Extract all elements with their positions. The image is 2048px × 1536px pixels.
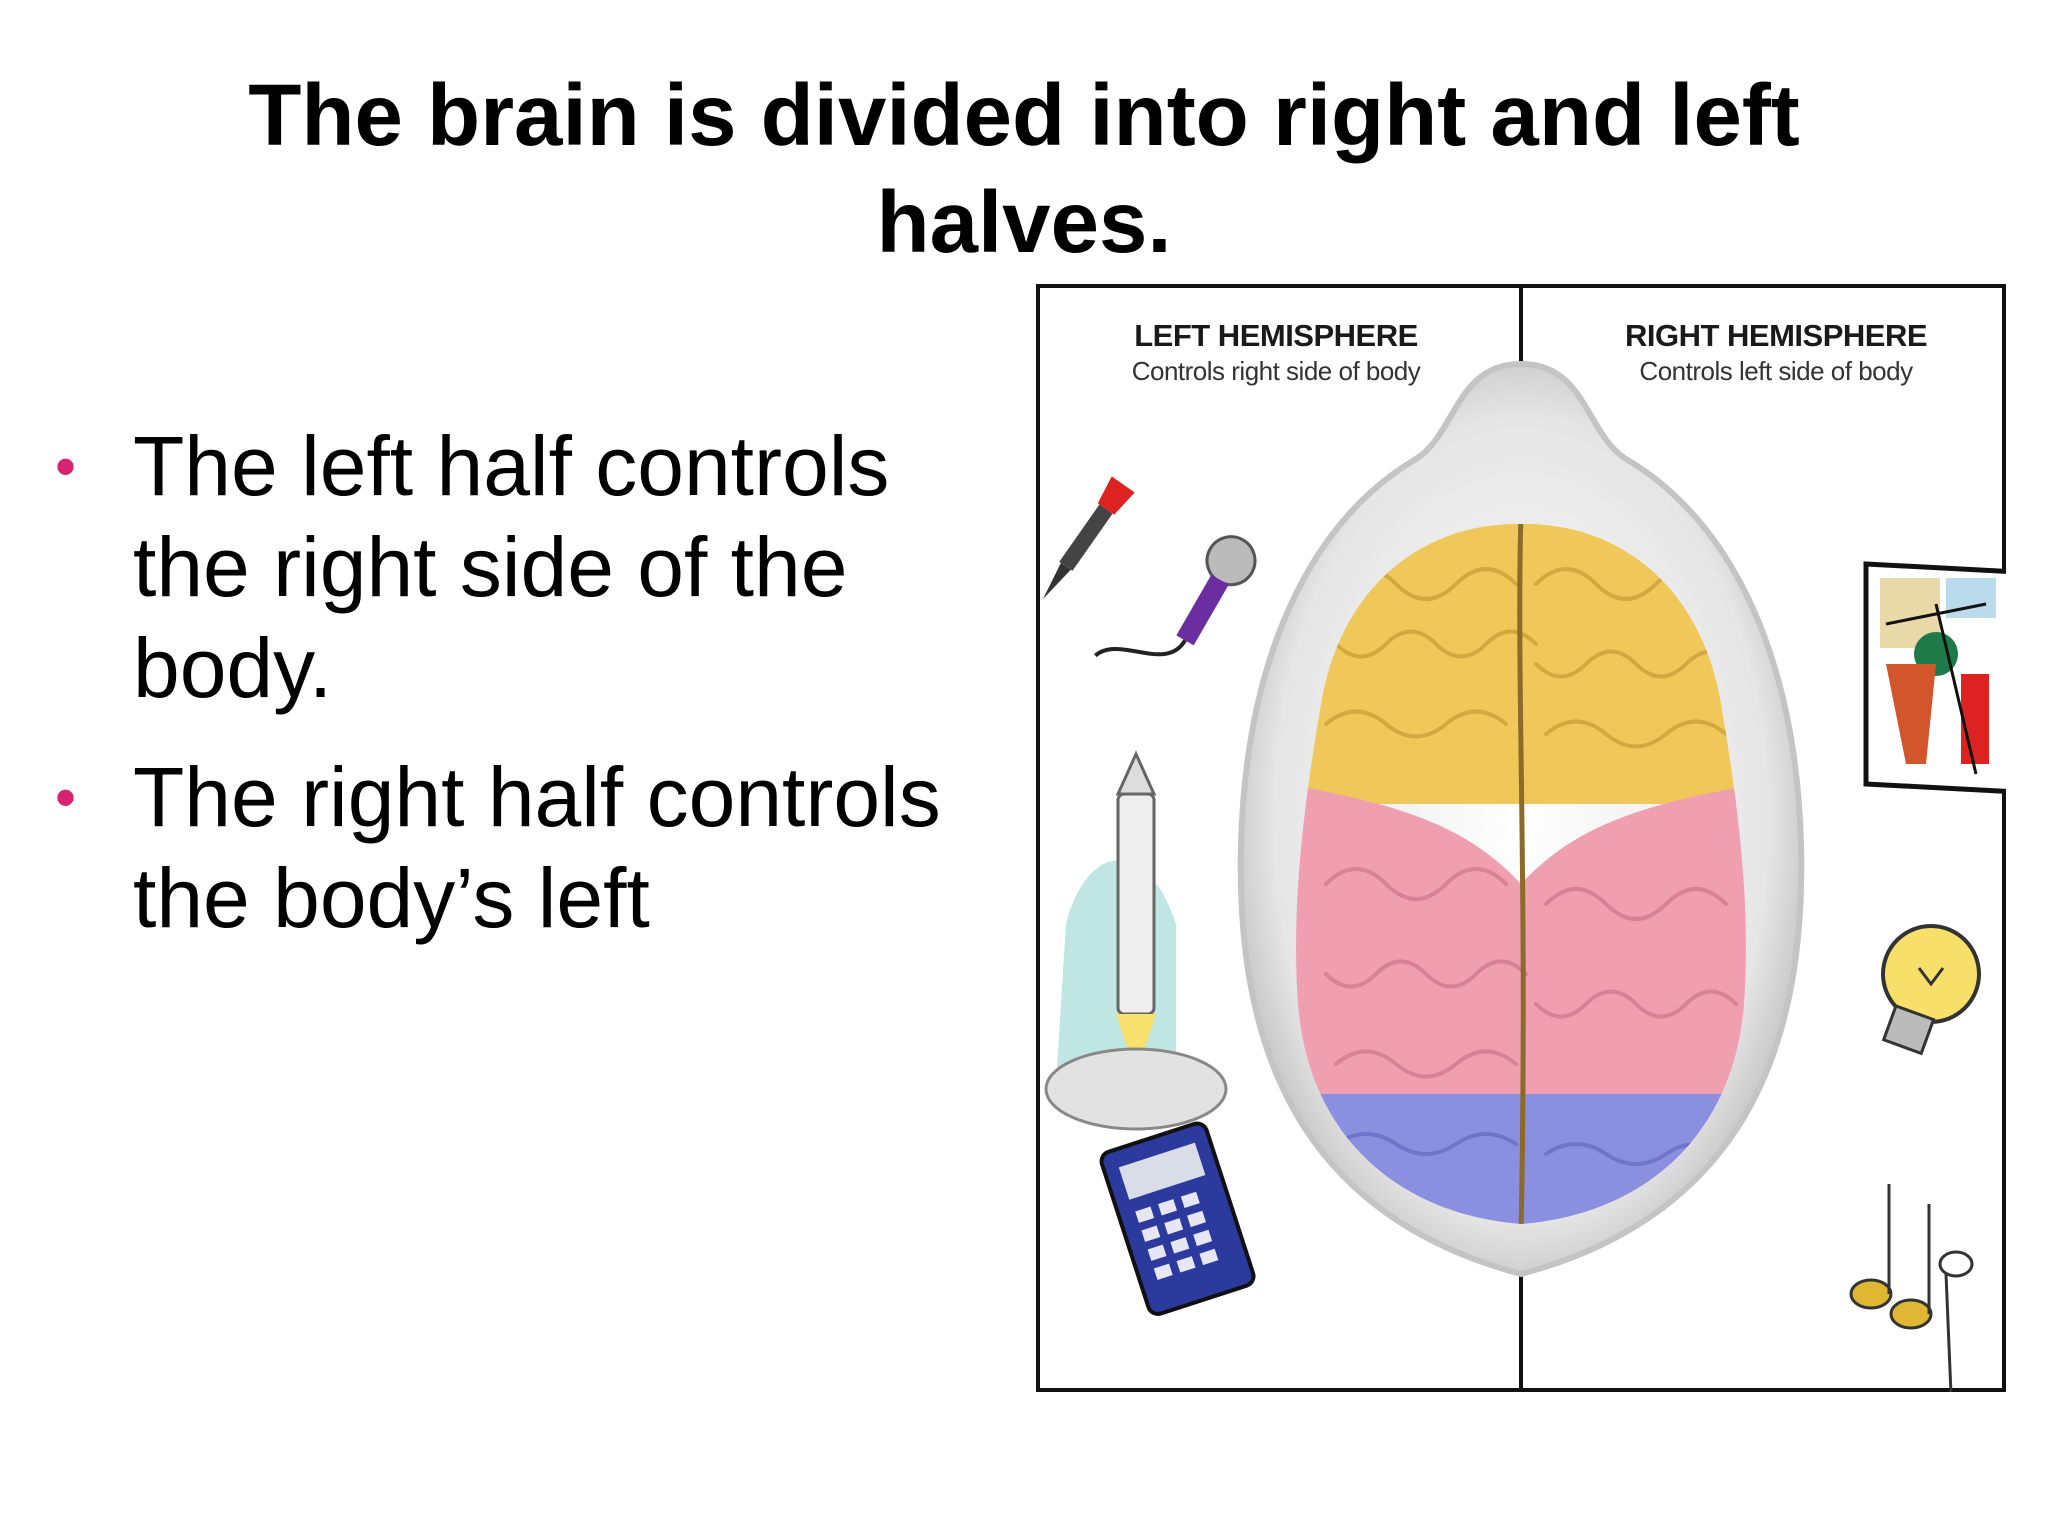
rocket-icon xyxy=(1044,750,1228,1131)
right-hemisphere-heading: RIGHT HEMISPHERE xyxy=(1624,318,1928,353)
right-hemisphere-subtitle: Controls left side of body xyxy=(1639,356,1913,386)
lightbulb-icon xyxy=(1881,924,1981,1056)
left-hemisphere-subtitle: Controls right side of body xyxy=(1131,356,1421,386)
bullet-text: The left half controls the right side of… xyxy=(133,419,890,715)
bullet-item: • The left half controls the right side … xyxy=(55,416,995,719)
bullet-list: • The left half controls the right side … xyxy=(55,416,995,949)
music-notes-icon xyxy=(1849,1184,1974,1392)
bullet-dot-icon: • xyxy=(55,764,77,831)
left-hemisphere-label: LEFT HEMISPHERE Controls right side of b… xyxy=(1066,318,1486,387)
bullet-item: • The right half controls the body’s lef… xyxy=(55,747,995,949)
paintbrush-icon xyxy=(1042,476,1135,600)
bullet-dot-icon: • xyxy=(55,433,77,500)
right-hemisphere-label: RIGHT HEMISPHERE Controls left side of b… xyxy=(1566,318,1986,387)
left-hemisphere-heading: LEFT HEMISPHERE xyxy=(1134,318,1418,353)
brain-hemisphere-figure: LEFT HEMISPHERE Controls right side of b… xyxy=(1036,284,2006,1392)
bullet-text: The right half controls the body’s left xyxy=(133,750,941,945)
brain-illustration xyxy=(1036,284,2006,1392)
calculator-icon xyxy=(1099,1121,1256,1316)
painting-icon xyxy=(1863,561,2006,795)
microphone-icon xyxy=(1094,535,1257,658)
slide-title: The brain is divided into right and left… xyxy=(248,67,1800,271)
